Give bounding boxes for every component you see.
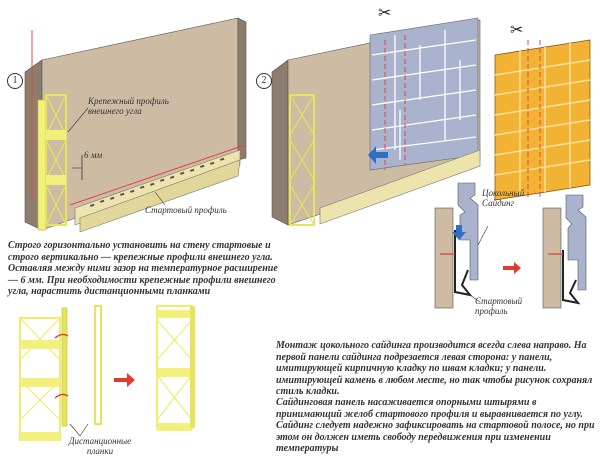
starter-profile-label: Стартовый профиль [145,205,227,215]
right-arrow-icon [114,373,135,387]
starter-slots [89,157,225,207]
step-number-1: 1 [7,73,23,89]
right-arrow-icon [503,262,521,274]
step1-instruction: Строго горизонтально установить на стену… [8,240,278,297]
spacer-strips-label: Дистанционные планки [68,436,132,456]
siding-label: Цокольный Сайдинг [482,188,525,208]
step2-illustration: ✂ ✂ [271,5,591,226]
corner-profile-label: Крепежный профиль внешнего угла [88,96,169,116]
step-number-2: 2 [256,73,272,89]
cross-section-after [542,194,587,309]
svg-text:✂: ✂ [378,5,391,22]
starter-profile-label-2: Стартовый профиль [475,296,523,316]
spacer-assembly-after [156,305,195,431]
horizontal-guide-line [69,144,246,206]
step2-instruction-1: Монтаж цокольного сайдинга производится … [276,340,593,397]
corner-profile-2 [289,94,315,226]
spacer-strip [61,307,68,427]
brick-siding-panel [494,39,591,201]
spacer-strip [94,305,102,425]
corner-profile [37,94,67,231]
cross-section-before [434,182,479,309]
stone-siding-panel [369,17,479,171]
scissors-icon: ✂ [378,5,391,22]
svg-text:✂: ✂ [510,22,523,39]
gap-label: 6 мм [84,150,103,160]
wall-edge [237,17,247,161]
spacer-assembly-before [19,305,102,441]
scissors-icon: ✂ [510,22,523,39]
step1-illustration [24,17,247,233]
step2-instruction-2: Сайдинговая панель насаживается опорными… [276,397,595,454]
